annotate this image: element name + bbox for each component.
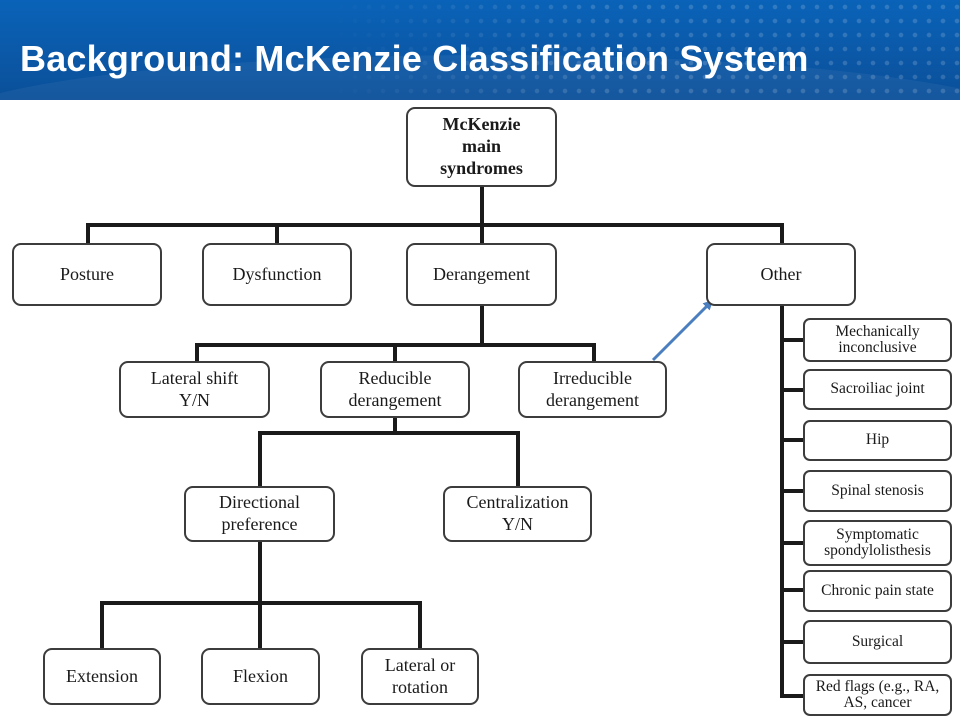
box-surgical-label: Surgical [851,632,904,650]
box-lateral-shift: Lateral shift Y/N [119,361,270,418]
box-hip-label: Hip [865,431,890,449]
box-sacroiliac-joint-label: Sacroiliac joint [830,380,925,398]
box-extension-label: Extension [66,665,138,686]
box-surgical: Surgical [803,620,952,664]
box-centralization: Centralization Y/N [443,486,592,542]
box-red-flags: Red flags (e.g., RA, AS, cancer [803,674,952,716]
box-hip: Hip [803,420,952,461]
box-posture-label: Posture [60,263,114,284]
box-other: Other [706,243,856,306]
box-sacroiliac-joint: Sacroiliac joint [803,369,952,410]
box-symptomatic-spondylolisthesis: Symptomatic spondylolisthesis [803,520,952,566]
box-chronic-pain-state: Chronic pain state [803,570,952,612]
box-lateral-or-rotation: Lateral or rotation [361,648,479,705]
box-directional-preference-label: Directional preference [219,492,300,534]
box-mechanically-inconclusive-label: Mechanically inconclusive [835,322,920,356]
box-flexion-label: Flexion [232,665,288,686]
box-other-label: Other [760,263,802,284]
box-red-flags-label: Red flags (e.g., RA, AS, cancer [815,677,940,711]
box-dysfunction: Dysfunction [202,243,352,306]
box-mechanically-inconclusive: Mechanically inconclusive [803,318,952,362]
box-lateral-or-rotation-label: Lateral or rotation [384,654,456,697]
blue-arrow-irreducible-to-other [651,299,714,362]
box-symptomatic-spondylolisthesis-label: Symptomatic spondylolisthesis [824,525,931,559]
box-spinal-stenosis-label: Spinal stenosis [831,481,924,499]
box-extension: Extension [43,648,161,705]
box-irreducible-derangement: Irreducible derangement [518,361,667,418]
box-dysfunction-label: Dysfunction [232,263,322,284]
box-lateral-shift-label: Lateral shift Y/N [150,367,239,410]
box-centralization-label: Centralization Y/N [466,492,569,534]
slide-title: Background: McKenzie Classification Syst… [20,38,809,79]
box-derangement-label: Derangement [433,263,530,284]
box-mckenzie-main-syndromes: McKenzie main syndromes [406,107,557,187]
box-reducible-derangement-label: Reducible derangement [348,367,442,410]
box-mckenzie-main-syndromes-label: McKenzie main syndromes [440,114,523,178]
box-flexion: Flexion [201,648,320,705]
box-irreducible-derangement-label: Irreducible derangement [546,367,639,410]
box-spinal-stenosis: Spinal stenosis [803,470,952,512]
slide-header: Background: McKenzie Classification Syst… [0,0,960,100]
header-dot-pattern [320,0,960,100]
box-reducible-derangement: Reducible derangement [320,361,470,418]
box-derangement: Derangement [406,243,557,306]
box-chronic-pain-state-label: Chronic pain state [821,581,934,599]
box-directional-preference: Directional preference [184,486,335,542]
box-posture: Posture [12,243,162,306]
